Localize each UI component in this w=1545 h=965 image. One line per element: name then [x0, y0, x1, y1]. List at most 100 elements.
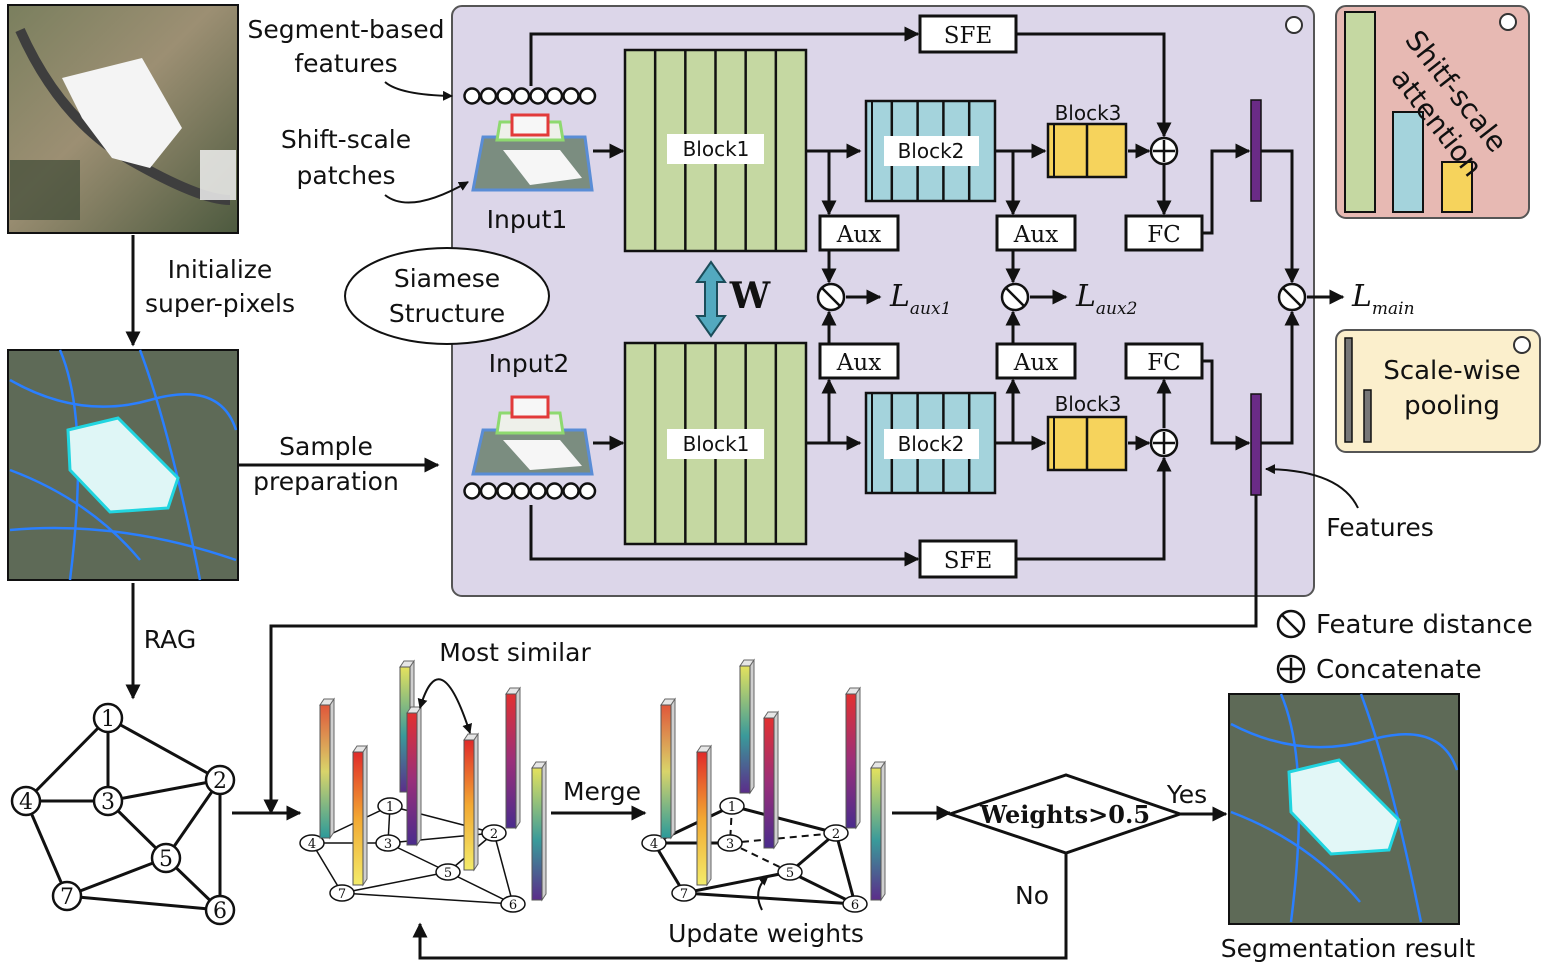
feature-circle [562, 87, 580, 105]
graph-node [717, 834, 743, 852]
concat-symbol-top [1149, 136, 1179, 166]
rag-node [150, 842, 182, 874]
rag-node [92, 702, 124, 734]
legend-concat-label: Concatenate [1316, 655, 1482, 685]
pooling-panel [1335, 329, 1541, 453]
graph-edge [652, 842, 686, 894]
pooling-label-2: pooling [1404, 391, 1500, 421]
graph-node [719, 797, 745, 815]
feature-bar [319, 704, 331, 839]
feature-bar [463, 739, 475, 871]
graph-edge [789, 870, 856, 906]
rag-edge [24, 716, 110, 803]
initialize-label-2: super-pixels [145, 289, 295, 318]
feature-circle [479, 482, 498, 500]
segmentation-result-label: Segmentation result [1221, 934, 1476, 963]
sfe-top-box [918, 14, 1018, 54]
graph-node-label: 4 [650, 837, 658, 852]
block3-top [1046, 122, 1128, 179]
graph-node-label: 7 [338, 887, 346, 902]
segment-features-label-2: features [294, 49, 397, 78]
siamese-ellipse [344, 247, 550, 345]
rag-edge [66, 856, 167, 898]
graph-node-label: 5 [444, 866, 452, 881]
loss-main-label: Lmain [1351, 279, 1415, 319]
graph-node [671, 884, 697, 902]
block2-bottom-label: Block2 [898, 432, 965, 456]
aux-box-4 [995, 342, 1077, 380]
block1-bottom-label: Block1 [683, 432, 750, 456]
loss-aux1-label: Laux1 [889, 279, 951, 319]
loss-aux2-label: Laux2 [1075, 279, 1137, 319]
panel-wiring [529, 26, 1345, 567]
graph-node-label: 2 [490, 827, 498, 842]
segment-feature-circles-top [463, 87, 597, 105]
graph-node [481, 824, 507, 842]
attention-panel [1335, 5, 1530, 219]
legend-concat [1276, 654, 1306, 684]
weight-label: W [729, 275, 771, 317]
pooling-label-1: Scale-wise [1383, 356, 1520, 386]
siamese-label-1: Siamese [394, 264, 500, 293]
distance-symbol-aux2 [1000, 282, 1030, 312]
graph-node-label: 7 [680, 887, 688, 902]
feature-bar [845, 693, 857, 829]
rag-node-label: 4 [19, 790, 33, 815]
rag-node [51, 880, 83, 912]
rag-edge [66, 894, 221, 912]
siamese-label-2: Structure [389, 299, 505, 328]
no-label: No [1015, 881, 1049, 910]
segmentation-result-image [1228, 693, 1460, 925]
graph-edge [341, 892, 514, 905]
graph-node-label: 6 [851, 898, 859, 913]
rag-node-label: 7 [60, 885, 74, 910]
graph-node-label: 5 [786, 866, 794, 881]
graph-edge [683, 891, 856, 906]
feature-bar [406, 712, 418, 846]
graph-node-label: 2 [832, 827, 840, 842]
rag-node-label: 5 [159, 847, 173, 872]
aux-box-3 [818, 342, 900, 380]
features-label: Features [1326, 513, 1434, 542]
decision-label: Weights>0.5 [979, 800, 1150, 829]
feature-circle [545, 87, 564, 105]
graph-node-label: 1 [386, 800, 394, 815]
feature-circle [496, 87, 514, 105]
legend-distance [1276, 609, 1306, 639]
feature-circle [578, 482, 597, 500]
feature-circle [512, 87, 531, 105]
rag-node [92, 785, 124, 817]
rag-label: RAG [144, 625, 196, 654]
weight-sharing-arrow [695, 260, 727, 338]
concat-symbol-bottom [1149, 428, 1179, 458]
attention-bar-blue [1392, 111, 1424, 213]
block3-top-label: Block3 [1055, 101, 1122, 125]
feature-circle [479, 87, 498, 105]
feature-circle [578, 87, 597, 105]
feature-bar [352, 751, 364, 886]
sample-prep-label-2: preparation [253, 467, 399, 496]
fc-bottom-label: FC [1147, 350, 1181, 376]
sfe-top-label: SFE [944, 23, 993, 49]
rag-node [204, 764, 236, 796]
graph-node [641, 834, 667, 852]
sfe-bottom-label: SFE [944, 548, 993, 574]
segment-feature-circles-bottom [463, 482, 597, 500]
graph-node [329, 884, 355, 902]
graph-edge [731, 804, 837, 835]
rag-node-label: 1 [101, 707, 115, 732]
graph-node [842, 895, 868, 913]
graph-node-label: 6 [509, 898, 517, 913]
aux-label-3: Aux [836, 350, 881, 376]
attention-bar-yellow [1441, 161, 1473, 213]
aux-label-1: Aux [836, 222, 881, 248]
graph-edge [683, 870, 791, 895]
graph-node-label: 1 [728, 800, 736, 815]
graph-node [500, 895, 526, 913]
fc-top-label: FC [1147, 222, 1181, 248]
feature-bar [739, 665, 751, 794]
graph-edge [834, 832, 857, 905]
rag-edge [107, 778, 221, 803]
